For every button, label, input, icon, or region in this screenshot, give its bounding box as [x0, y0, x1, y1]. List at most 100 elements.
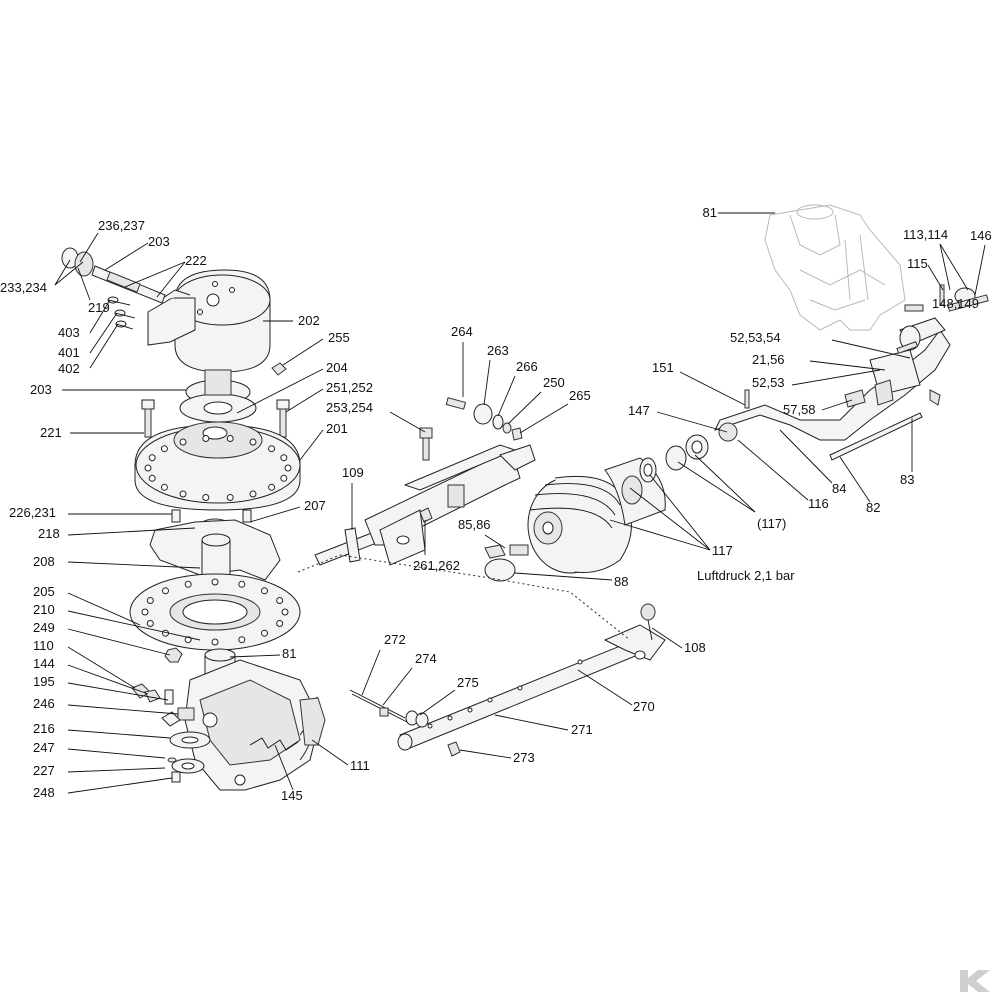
leader-line — [419, 689, 456, 716]
bolt-hole — [280, 474, 288, 482]
callout-label-403: 403 — [58, 325, 80, 340]
leader-line — [89, 312, 118, 354]
leader-line — [679, 371, 746, 406]
leader-line — [124, 261, 186, 288]
callout-label-195: 195 — [33, 674, 55, 689]
leader-line — [156, 261, 186, 298]
bolt-hole — [211, 638, 219, 646]
callout-label-226-231: 226,231 — [9, 505, 56, 520]
bolt-hole — [211, 578, 219, 586]
leader-line — [361, 649, 381, 696]
leader-line — [831, 339, 911, 359]
leader-line — [839, 456, 871, 503]
air-pressure-note: Luftdruck 2,1 bar — [697, 568, 795, 583]
leader-line — [67, 682, 169, 701]
bolt-hole — [146, 597, 154, 604]
callout-label-82: 82 — [866, 500, 880, 515]
callout-label-117: (117) — [757, 516, 786, 531]
callout-label-151: 151 — [652, 360, 674, 375]
leader-line — [821, 399, 853, 411]
nut-249 — [164, 647, 183, 663]
bolt-hole — [148, 474, 156, 482]
leader-line — [67, 592, 141, 626]
leader-line — [484, 534, 506, 549]
callout-label-108: 108 — [684, 640, 706, 655]
leader-line — [67, 664, 149, 695]
leader-line — [249, 506, 301, 523]
leader-line — [67, 767, 166, 773]
leader-line — [89, 323, 119, 369]
callout-label-52-53: 52,53 — [752, 375, 785, 390]
bolt-hole — [268, 483, 276, 491]
callout-label-52-53-54: 52,53,54 — [730, 330, 781, 345]
leader-line — [629, 487, 711, 551]
leader-line — [809, 360, 886, 371]
callout-label-109: 109 — [342, 465, 364, 480]
callout-label-201: 201 — [326, 421, 348, 436]
leader-line — [737, 439, 809, 501]
callout-label-270: 270 — [633, 699, 655, 714]
callout-label-116: 116 — [808, 496, 829, 511]
callout-label-113-114: 113,114 — [903, 227, 948, 242]
callout-label-203: 203 — [30, 382, 52, 397]
leader-line — [497, 375, 516, 417]
leader-line — [694, 454, 756, 513]
wheel-117 — [527, 457, 666, 574]
leader-line — [282, 338, 324, 366]
bolt-hole — [261, 629, 268, 637]
callout-label-147: 147 — [628, 403, 650, 418]
axle-arm-84 — [665, 284, 989, 471]
callout-label-85-86: 85,86 — [458, 517, 491, 532]
callout-label-271: 271 — [571, 722, 593, 737]
bolt-hole — [184, 580, 192, 588]
leader-line — [236, 368, 324, 414]
callout-label-236-237: 236,237 — [98, 218, 145, 233]
leader-line — [79, 232, 99, 263]
kramp-k-logo — [960, 970, 990, 992]
callout-labels: 81236,237203222233,234219403401402202255… — [0, 205, 992, 803]
leader-line — [791, 369, 881, 386]
callout-label-401: 401 — [58, 345, 80, 360]
leader-line — [382, 667, 413, 706]
shaft-assembly-236 — [61, 247, 166, 330]
leader-line — [67, 646, 136, 689]
leader-line — [519, 403, 569, 434]
leader-line — [229, 654, 281, 658]
leader-line — [483, 359, 491, 406]
callout-label-246: 246 — [33, 696, 55, 711]
callout-label-402: 402 — [58, 361, 80, 376]
leader-line — [656, 411, 728, 433]
bolt-hole — [276, 620, 284, 627]
bolt-hole — [276, 597, 284, 604]
bolt-hole — [141, 608, 149, 616]
leader-line — [67, 704, 179, 715]
bolt-hole — [284, 464, 292, 472]
bolt-hole — [268, 445, 276, 453]
lower-flange-205 — [129, 573, 301, 651]
leader-line — [494, 714, 569, 731]
callout-label-263: 263 — [487, 343, 509, 358]
callout-label-204: 204 — [326, 360, 348, 375]
bolt-hole — [226, 494, 234, 501]
bolt-hole — [238, 580, 246, 588]
leader-line — [67, 628, 171, 656]
bolt-hole — [144, 464, 152, 472]
leader-line — [677, 461, 756, 513]
bolt-hole — [184, 636, 192, 644]
bolt-hole — [146, 620, 154, 627]
arm-bar-109 — [314, 444, 536, 566]
bolt-hole — [249, 438, 257, 446]
bolt-hole — [226, 435, 234, 442]
leader-line — [89, 299, 111, 334]
leader-line — [514, 572, 613, 581]
callout-label-274: 274 — [415, 651, 437, 666]
callout-label-83: 83 — [900, 472, 914, 487]
gear-housing-202 — [147, 269, 271, 373]
leader-line — [389, 411, 426, 433]
bolt-hole — [202, 494, 210, 501]
callout-label-210: 210 — [33, 602, 55, 617]
leader-line — [67, 729, 171, 739]
leader-line — [577, 669, 633, 706]
callout-label-202: 202 — [298, 313, 320, 328]
connection-dotted-line — [297, 554, 631, 641]
